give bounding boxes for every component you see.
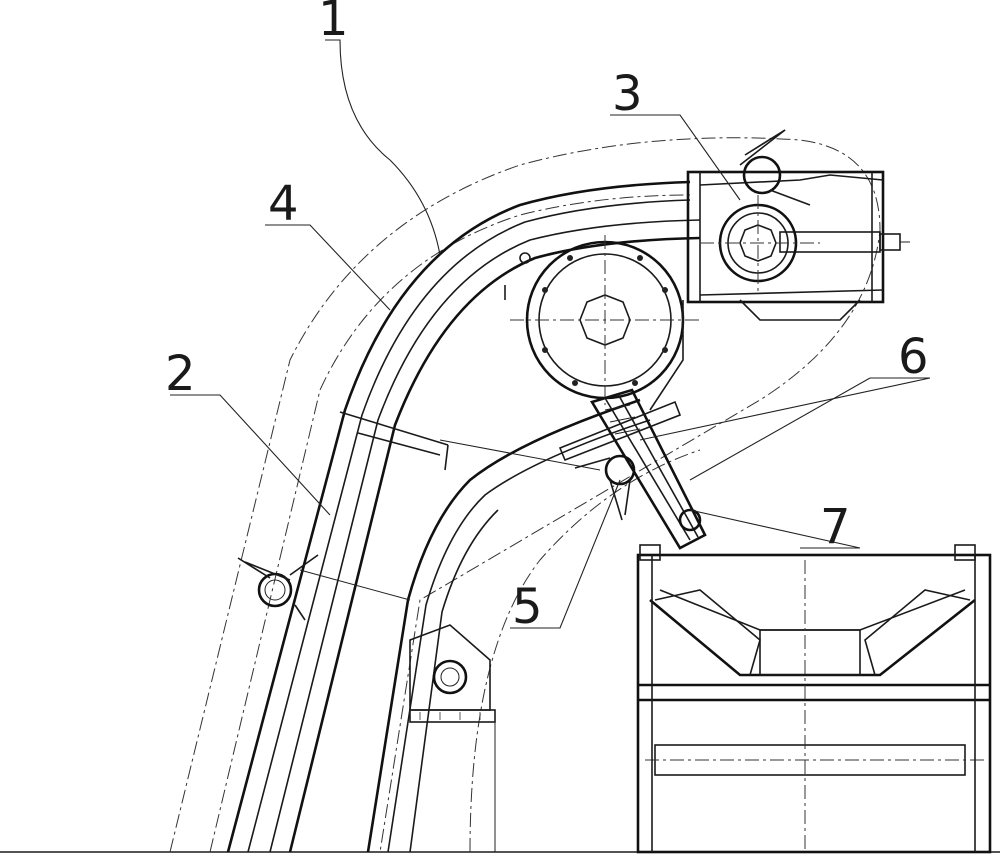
leader-6 [639,377,931,441]
callout-1: 1 [318,0,349,47]
leader-5 [510,479,621,629]
drum-bracket [649,300,684,411]
trough-conveyor [636,544,992,854]
left-return-roller [237,554,319,621]
callout-4: 4 [268,176,299,232]
leader-2 [170,394,331,516]
small-pin [519,252,531,264]
frame-middle-rail [269,219,701,853]
leader-6b [689,377,871,481]
callout-5: 5 [512,579,543,635]
strut-2 [357,432,441,456]
drive-drum [510,235,700,405]
top-return-roller [739,129,811,206]
frame-outer-rail [226,180,691,853]
frame-return-rail-outer [366,398,641,853]
strut-4 [299,569,411,601]
drive-housing-top [699,174,884,186]
cross-plate [558,400,682,462]
strut-3 [439,439,601,471]
leader-7 [689,509,861,549]
callout-2: 2 [165,346,196,402]
strut-1 [339,411,449,446]
callout-6: 6 [898,329,929,385]
inner-envelope-curve [209,194,691,853]
drive-housing-skirt [739,299,861,321]
frame-outer-rail-inner [247,199,691,853]
lower-envelope-curve [469,449,701,853]
strut-1b [444,444,449,471]
leader-4 [265,224,391,311]
lower-support-roller [409,624,496,852]
callout-3: 3 [612,66,643,122]
frame-return-rail-inner [387,419,651,853]
drive-housing [686,170,885,304]
tension-arm [590,388,707,550]
leader-3 [610,114,741,201]
drive-housing-bottom [699,289,884,296]
middle-roller [574,454,636,521]
frame-return-rail-3 [409,509,499,853]
leader-1 [325,39,441,256]
head-sprocket [700,195,820,292]
callout-7: 7 [820,499,851,555]
